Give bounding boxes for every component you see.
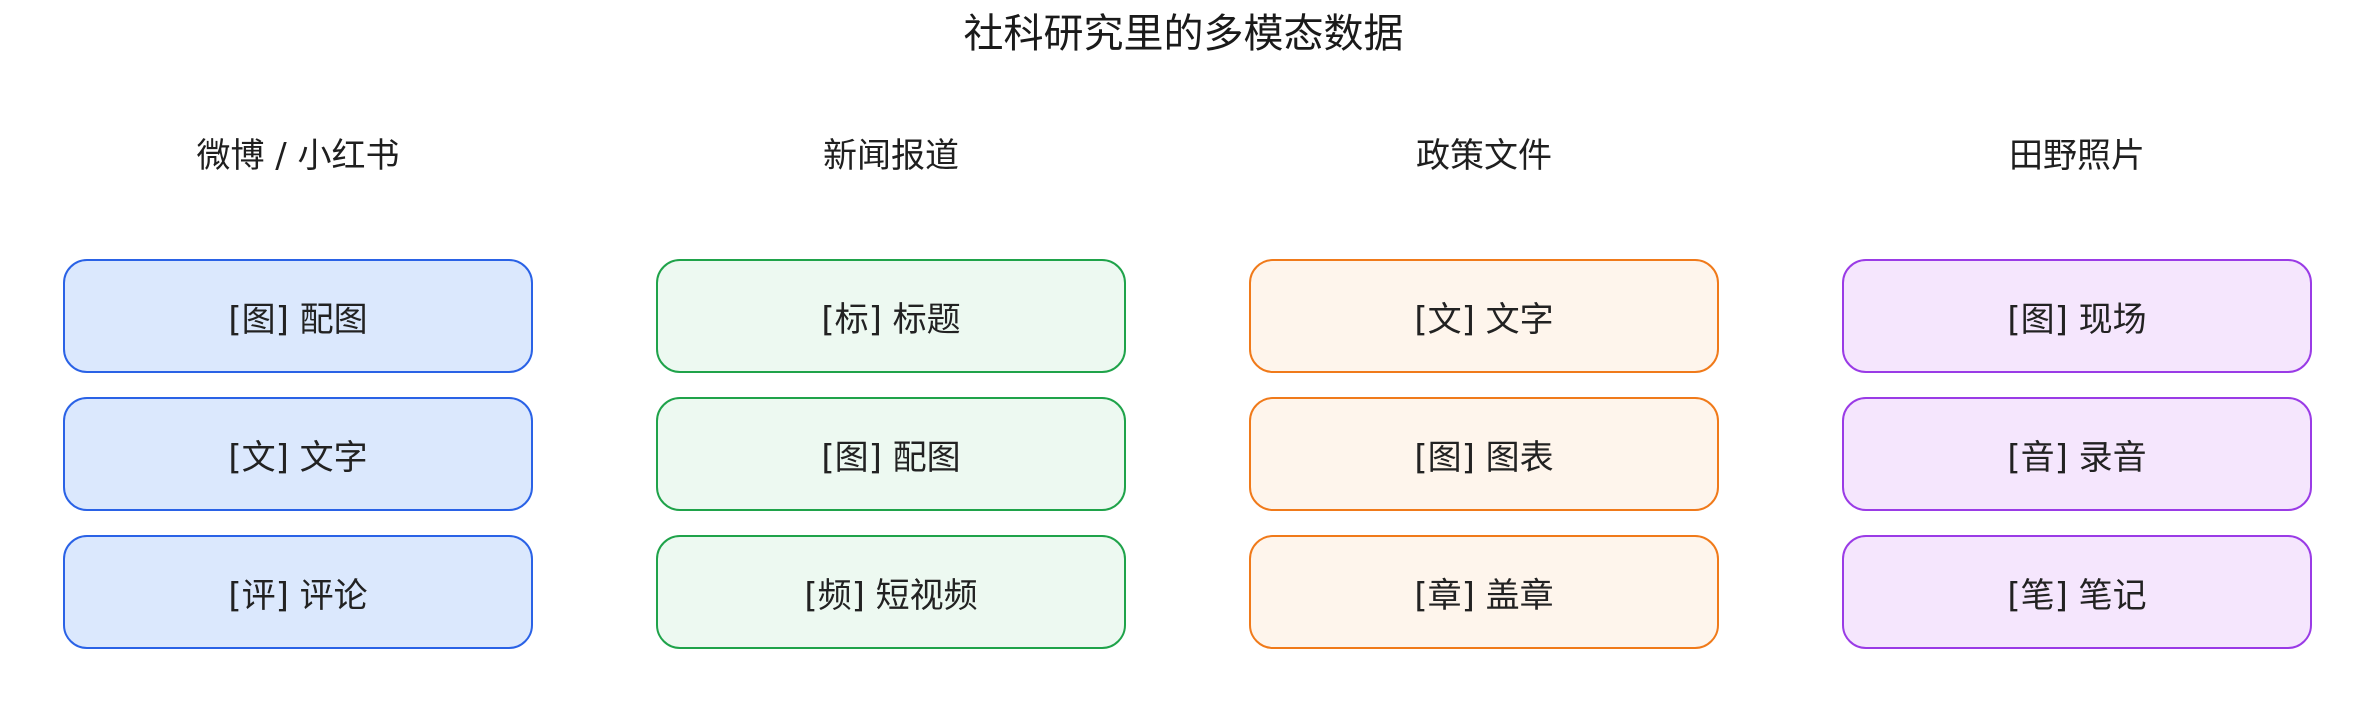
modality-card: [图] 现场 [1842,259,2312,373]
column-news-reports: 新闻报道 [标] 标题 [图] 配图 [频] 短视频 [656,0,1126,718]
modality-card: [频] 短视频 [656,535,1126,649]
column-policy-documents: 政策文件 [文] 文字 [图] 图表 [章] 盖章 [1249,0,1719,718]
modality-card: [笔] 笔记 [1842,535,2312,649]
modality-card: [标] 标题 [656,259,1126,373]
modality-card: [音] 录音 [1842,397,2312,511]
modality-card: [图] 配图 [656,397,1126,511]
modality-card: [章] 盖章 [1249,535,1719,649]
column-weibo-xiaohongshu: 微博 / 小红书 [图] 配图 [文] 文字 [评] 评论 [63,0,533,718]
modality-card: [评] 评论 [63,535,533,649]
column-header: 田野照片 [2009,136,2145,176]
column-header: 政策文件 [1416,136,1552,176]
column-header: 微博 / 小红书 [196,136,400,176]
column-field-photos: 田野照片 [图] 现场 [音] 录音 [笔] 笔记 [1842,0,2312,718]
modality-card: [图] 图表 [1249,397,1719,511]
modality-card: [文] 文字 [1249,259,1719,373]
diagram-title: 社科研究里的多模态数据 [963,11,1404,57]
column-header: 新闻报道 [823,136,959,176]
modality-card: [图] 配图 [63,259,533,373]
modality-card: [文] 文字 [63,397,533,511]
